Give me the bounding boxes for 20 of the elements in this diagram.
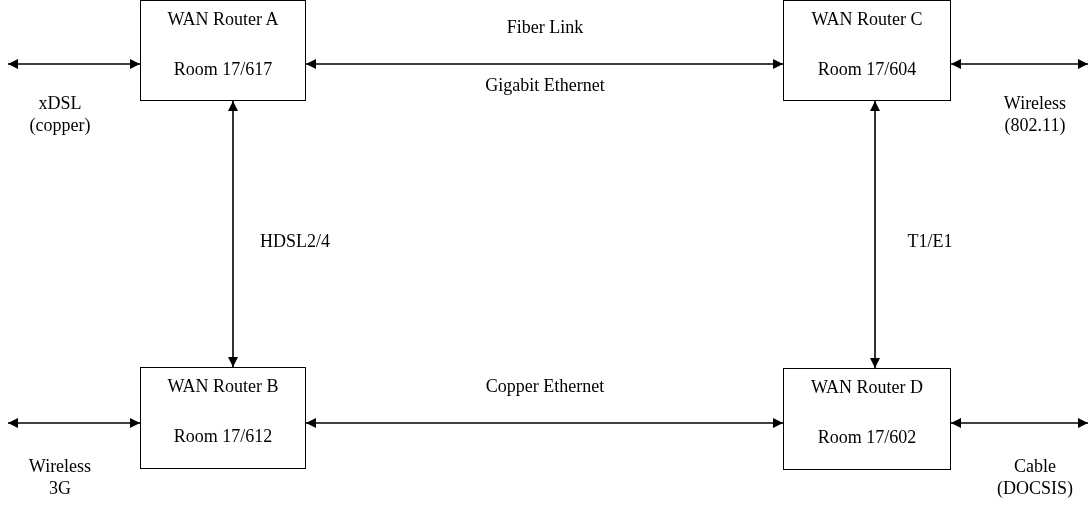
router-name: WAN Router A xyxy=(166,9,280,30)
double-arrow xyxy=(950,59,1089,69)
room-number: Room 17/602 xyxy=(816,427,918,448)
double-arrow xyxy=(305,59,784,69)
router-box xyxy=(783,0,951,101)
router-box xyxy=(783,368,951,470)
room-number: Room 17/604 xyxy=(816,59,918,80)
double-arrow xyxy=(7,59,141,69)
double-arrow xyxy=(305,418,784,428)
double-arrow xyxy=(870,100,880,369)
room-number: Room 17/617 xyxy=(172,59,274,80)
double-arrow xyxy=(228,100,238,368)
router-box xyxy=(140,0,306,101)
double-arrow xyxy=(7,418,141,428)
router-name: WAN Router C xyxy=(810,9,924,30)
router-name: WAN Router B xyxy=(166,376,280,397)
router-name: WAN Router D xyxy=(810,377,924,398)
double-arrow xyxy=(950,418,1089,428)
room-number: Room 17/612 xyxy=(172,426,274,447)
router-box xyxy=(140,367,306,469)
